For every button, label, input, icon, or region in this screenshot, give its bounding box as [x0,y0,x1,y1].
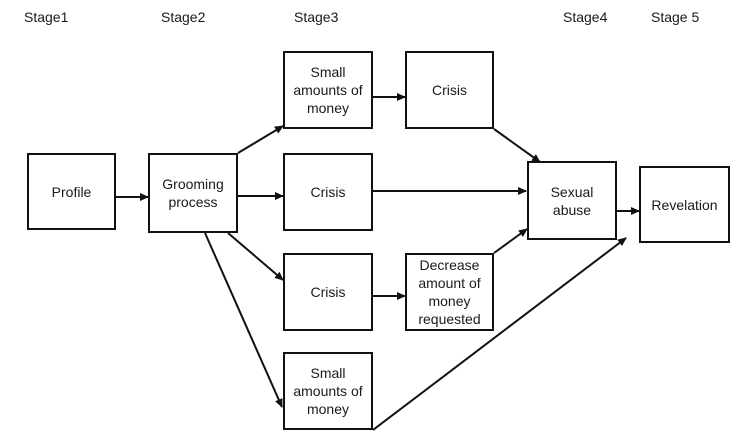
stage-3-label: Stage3 [294,9,339,25]
arrow-grooming-to-small-money-top [237,125,284,154]
arrow-grooming-to-crisis-lower [227,232,284,281]
crisis-lower-node: Crisis [283,253,373,331]
stage-2-label: Stage2 [161,9,206,25]
arrow-crisis-top-to-sexual-abuse [493,128,541,163]
crisis-middle-node: Crisis [283,153,373,231]
stage-4-label: Stage4 [563,9,608,25]
decrease-amount-money-node: Decrease amount of money requested [405,253,494,331]
small-amounts-money-top-node: Small amounts of money [283,51,373,129]
grooming-process-node: Grooming process [148,153,238,233]
small-amounts-money-bottom-node: Small amounts of money [283,352,373,430]
revelation-node: Revelation [639,166,730,243]
sexual-abuse-node: Sexual abuse [527,161,617,240]
profile-node: Profile [27,153,116,230]
arrow-small-money-bottom-to-sexual-abuse [372,237,627,431]
stage-1-label: Stage1 [24,9,69,25]
stage-5-label: Stage 5 [651,9,700,25]
arrow-grooming-to-small-money-bottom [204,232,283,408]
crisis-top-node: Crisis [405,51,494,129]
arrow-decrease-money-to-sexual-abuse [493,228,528,254]
